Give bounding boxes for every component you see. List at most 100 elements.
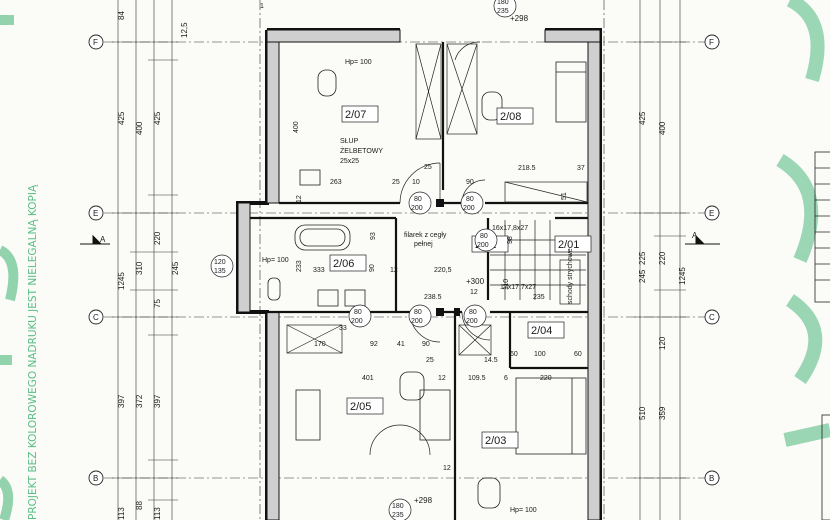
dim-interior: 14.5 (484, 357, 498, 364)
dim-interior: 90 (369, 264, 376, 272)
dim-interior: 33 (339, 325, 347, 332)
window-height: 135 (214, 268, 226, 275)
door-height: 200 (411, 205, 423, 212)
room-2-04: 2/04 (531, 325, 552, 337)
stair-note: 17x17,7x27 (500, 284, 536, 291)
dim-interior: 90 (466, 179, 474, 186)
watermark-left (0, 15, 19, 520)
dim-interior: 263 (330, 179, 342, 186)
dim-interior: 100 (534, 351, 546, 358)
dim-84: 84 (117, 11, 126, 20)
pillar-note: pełnej (414, 241, 433, 248)
dim-interior: 401 (362, 375, 374, 382)
axis-label-e: E (709, 209, 714, 218)
interior-walls (250, 42, 588, 520)
door-height: 200 (466, 318, 478, 325)
level-mark: +298 (414, 496, 433, 505)
beds (295, 61, 587, 509)
dim-interior: 12 (443, 465, 451, 472)
level-mark: +298 (510, 14, 529, 23)
section-a-right: A (692, 231, 698, 240)
dim-interior: 12 (390, 267, 398, 274)
dim-interior: 90 (422, 341, 430, 348)
pillar-note: filarek z cegły (404, 232, 447, 239)
dim-interior: 51 (561, 192, 568, 200)
dim-397: 397 (153, 394, 162, 408)
door-width: 80 (414, 196, 422, 203)
dim-interior: 110 (503, 279, 510, 290)
dim-interior: 25 (426, 357, 434, 364)
door-width: 80 (480, 233, 488, 240)
level-mark: +300 (466, 277, 485, 286)
column-note: ŻELBETOWY (340, 146, 383, 155)
axis-lines (104, 0, 720, 520)
dim-interior: 98 (507, 236, 514, 244)
door-width: 80 (469, 309, 477, 316)
column-note: 25x25 (340, 158, 359, 165)
door-width: 80 (354, 309, 362, 316)
dim-interior: 25 (392, 179, 400, 186)
dim-425: 425 (117, 111, 126, 125)
right-dimension-lines (634, 0, 686, 520)
window-height: 235 (392, 512, 404, 519)
dim-225-right: 225 (638, 251, 647, 265)
room-2-07: 2/07 (345, 109, 366, 121)
dim-397: 397 (117, 394, 126, 408)
dim-interior: 333 (313, 267, 325, 274)
ceiling-height-note: Hp= 100 (262, 257, 289, 264)
dim-interior: 218.5 (518, 165, 536, 172)
axis-label-c: C (93, 313, 99, 322)
dim-interior: 25 (424, 164, 432, 171)
room-2-08: 2/08 (500, 111, 521, 123)
dim-interior: 92 (370, 341, 378, 348)
watermark-right (776, 0, 830, 447)
dim-113: 113 (117, 507, 126, 520)
outer-walls (236, 28, 602, 520)
door-width: 80 (466, 196, 474, 203)
dim-interior: 93 (370, 232, 377, 240)
window-width: 120 (214, 259, 226, 266)
window-height: 235 (497, 8, 509, 15)
dim-interior: 12 (470, 289, 478, 296)
pillars (436, 199, 460, 316)
dim-400: 400 (135, 121, 144, 135)
door-tags (210, 0, 517, 520)
attic-stair-note: schody strychowe (567, 248, 574, 304)
dim-372: 372 (135, 394, 144, 408)
section-markers (80, 234, 720, 245)
column-note: SŁUP (340, 138, 359, 145)
axis-markers (88, 34, 720, 486)
dim-interior: 220 (540, 375, 552, 382)
dim-interior: 41 (397, 341, 405, 348)
dim-310: 310 (135, 261, 144, 275)
dim-interior: 12 (438, 375, 446, 382)
axis-label-f: F (709, 38, 714, 47)
door-height: 200 (477, 242, 489, 249)
ceiling-height-note: Hp= 100 (345, 59, 372, 66)
dim-425-right: 425 (638, 111, 647, 125)
axis-label-b: B (93, 474, 98, 483)
dim-75: 75 (153, 299, 162, 308)
dim-425: 425 (153, 111, 162, 125)
dim-interior: 6 (504, 375, 508, 382)
room-2-06: 2/06 (333, 258, 354, 270)
window-width: 180 (497, 0, 509, 6)
dim-1245: 1245 (117, 272, 126, 290)
room-label-boxes (329, 105, 592, 449)
door-width: 80 (414, 309, 422, 316)
ceiling-height-note: Hp= 100 (510, 507, 537, 514)
dim-interior: 170 (314, 341, 326, 348)
dim-interior: 1 (260, 3, 264, 10)
room-2-01: 2/01 (558, 239, 579, 251)
dim-88: 88 (135, 501, 144, 510)
dim-interior: 235 (533, 294, 545, 301)
dim-1245-right: 1245 (678, 267, 687, 285)
dim-interior: 60 (574, 351, 582, 358)
axis-label-c: C (709, 313, 715, 322)
dim-120-right: 120 (658, 336, 667, 350)
dim-interior: 233 (296, 260, 303, 272)
dim-interior: 220,5 (434, 267, 452, 274)
door-height: 200 (351, 318, 363, 325)
